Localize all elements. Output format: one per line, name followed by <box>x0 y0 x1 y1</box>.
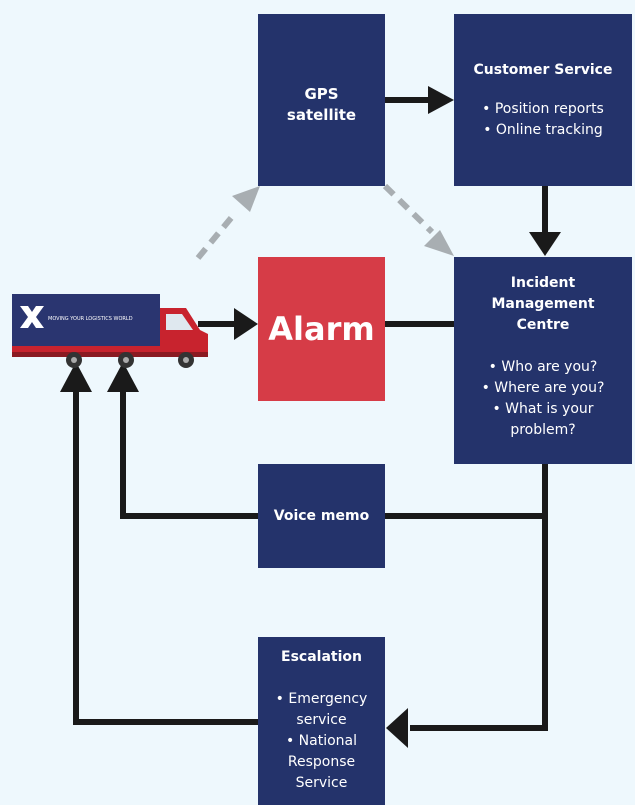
escalation-box: Escalation • Emergency service • Nationa… <box>258 637 385 805</box>
connector-imc-down-to-escalation <box>410 464 548 731</box>
imc-item-what-1: • What is your <box>492 401 594 417</box>
dashed-arrowhead-to-imc <box>424 230 454 256</box>
truck-logo-text: MOVING YOUR LOGISTICS WORLD <box>48 316 133 322</box>
connector-escalation-to-truck <box>73 390 258 725</box>
gps-satellite-box: GPS satellite <box>258 14 385 186</box>
arrowhead-to-escalation <box>386 708 408 748</box>
truck-image: MOVING YOUR LOGISTICS WORLD <box>12 294 208 368</box>
customer-service-box: Customer Service • Position reports • On… <box>454 14 632 186</box>
esc-item-4: Response <box>287 754 356 770</box>
cs-item-position-reports: • Position reports <box>482 101 604 117</box>
esc-item-1: • Emergency <box>275 691 368 707</box>
dashed-arrowhead-to-gps <box>232 186 260 212</box>
dashed-connector-truck-to-gps <box>195 210 239 260</box>
esc-item-2: service <box>296 712 347 728</box>
dashed-connector-gps-to-imc <box>382 183 435 235</box>
cs-item-online-tracking: • Online tracking <box>483 122 603 138</box>
truck-logo-mark <box>20 306 44 328</box>
arrowhead-to-alarm <box>234 308 258 340</box>
customer-service-title: Customer Service <box>473 62 613 78</box>
arrowhead-escalation-to-truck <box>60 362 92 392</box>
voice-memo-box: Voice memo <box>258 464 385 568</box>
arrowhead-to-imc <box>529 232 561 256</box>
esc-item-3: • National <box>285 733 358 749</box>
imc-item-where: • Where are you? <box>481 380 605 396</box>
gps-title-line1: GPS <box>304 85 339 103</box>
imc-item-who: • Who are you? <box>488 359 598 375</box>
esc-item-5: Service <box>295 775 348 791</box>
alarm-box: Alarm <box>258 257 385 401</box>
connector-voicememo-to-truck <box>120 390 258 519</box>
incident-management-box: Incident Management Centre • Who are you… <box>454 257 632 464</box>
imc-title-line1: Incident <box>510 275 576 291</box>
escalation-title: Escalation <box>281 649 362 665</box>
arrowhead-voicememo-to-truck <box>107 362 139 392</box>
imc-title-line2: Management <box>491 296 595 312</box>
imc-title-line3: Centre <box>516 317 570 333</box>
gps-title-line2: satellite <box>286 106 357 124</box>
arrowhead-to-cs <box>428 86 454 114</box>
imc-item-what-2: problem? <box>510 422 576 438</box>
voice-memo-title: Voice memo <box>273 507 370 524</box>
